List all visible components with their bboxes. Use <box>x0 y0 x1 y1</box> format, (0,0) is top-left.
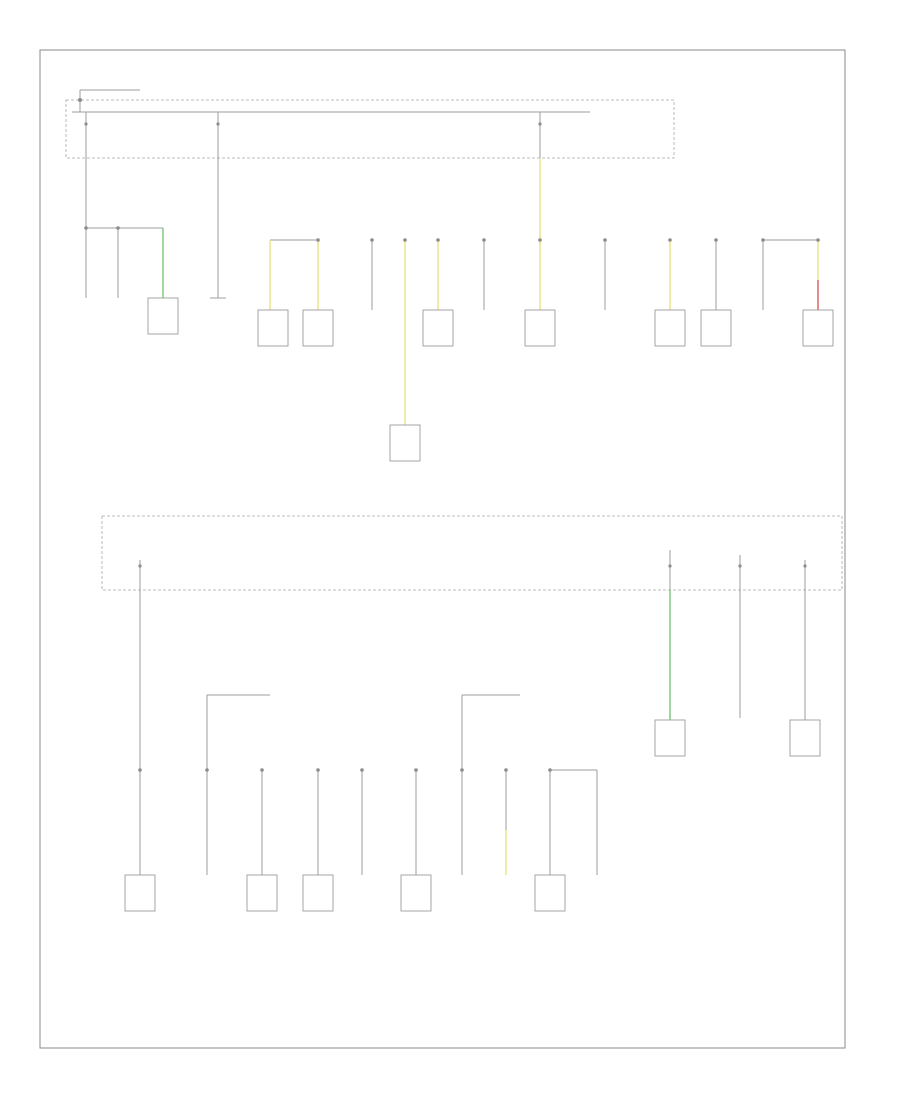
component-box <box>147 297 179 335</box>
component-box <box>257 309 289 347</box>
component-box <box>789 719 821 757</box>
fuse-4 <box>138 560 142 590</box>
fuse-3 <box>538 112 542 158</box>
fuse-7 <box>803 560 807 590</box>
component-box <box>534 874 566 912</box>
component-box <box>302 874 334 912</box>
diagram-border <box>39 49 846 1049</box>
fuse-2 <box>216 112 220 158</box>
component-box <box>302 309 334 347</box>
component-box <box>654 719 686 757</box>
fuse-6 <box>738 555 742 590</box>
component-box <box>246 874 278 912</box>
upper-fuse-box <box>65 89 675 159</box>
component-box <box>700 309 732 347</box>
upper-fuse-box-outline <box>65 99 675 159</box>
component-box <box>400 874 432 912</box>
component-box <box>124 874 156 912</box>
upper-components <box>147 297 834 462</box>
fuse-5 <box>668 550 672 590</box>
lower-fuse-box <box>101 515 843 591</box>
lower-fuse-box-outline <box>101 515 843 591</box>
component-box <box>389 424 421 462</box>
fuse-1 <box>84 112 88 158</box>
component-box <box>802 309 834 347</box>
component-box <box>524 309 556 347</box>
upper-branch-wires <box>84 158 820 425</box>
lower-branch-wires <box>138 590 806 875</box>
component-box <box>654 309 686 347</box>
feed-junction <box>78 98 82 102</box>
lower-components <box>124 719 821 912</box>
component-box <box>422 309 454 347</box>
